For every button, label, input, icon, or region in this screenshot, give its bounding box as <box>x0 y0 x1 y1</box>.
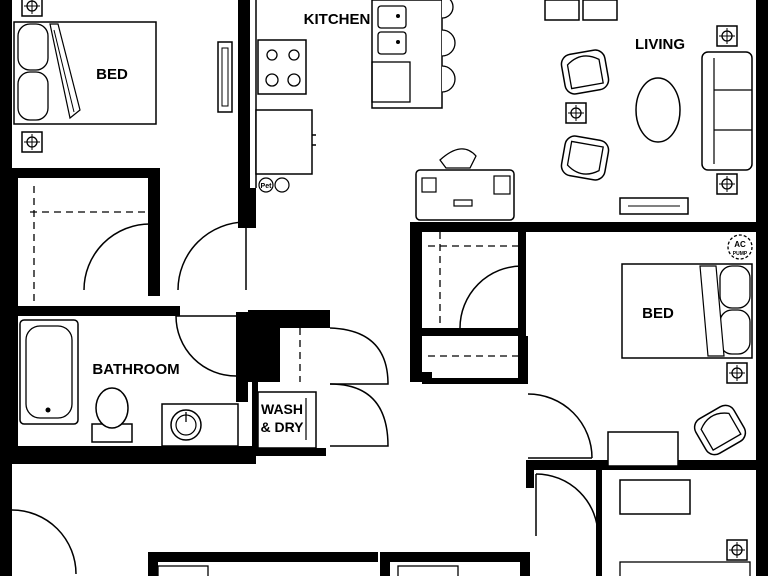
bed-right <box>607 263 753 467</box>
closet-dashes <box>30 186 518 382</box>
pet-station-label: Pet <box>261 183 273 190</box>
room-label-kitchen: KITCHEN <box>304 11 371 28</box>
doors <box>11 221 599 575</box>
ac-unit-sublabel: PUMP <box>733 251 748 257</box>
stove <box>257 39 307 95</box>
bathtub <box>19 319 79 425</box>
outlet-icon <box>716 25 738 47</box>
bottom-fixtures <box>157 479 751 576</box>
bathroom-fixtures <box>19 319 239 447</box>
living-furniture <box>415 0 753 221</box>
fridge <box>255 109 313 175</box>
ac-unit-icon <box>727 234 753 260</box>
room-label-bed-right: BED <box>642 305 674 322</box>
nightstand <box>607 431 679 467</box>
outlet-icon <box>21 131 43 153</box>
kitchen-fixtures <box>255 0 456 193</box>
room-label-wash: WASH <box>261 401 303 417</box>
outlet-icon <box>716 173 738 195</box>
room-label-living: LIVING <box>635 36 685 53</box>
outlet-icon <box>21 0 43 17</box>
outlet-icon <box>726 539 748 561</box>
dresser <box>217 41 233 113</box>
desk <box>415 169 515 221</box>
ac-unit-label: AC <box>734 240 746 249</box>
room-label-bathroom: BATHROOM <box>92 361 179 378</box>
outlet-icon <box>565 102 587 124</box>
bed-top-left <box>13 21 157 125</box>
sofa <box>701 51 753 171</box>
room-label-dry: & DRY <box>260 419 304 435</box>
room-label-bed-top-left: BED <box>96 66 128 83</box>
outlet-icon <box>726 362 748 384</box>
